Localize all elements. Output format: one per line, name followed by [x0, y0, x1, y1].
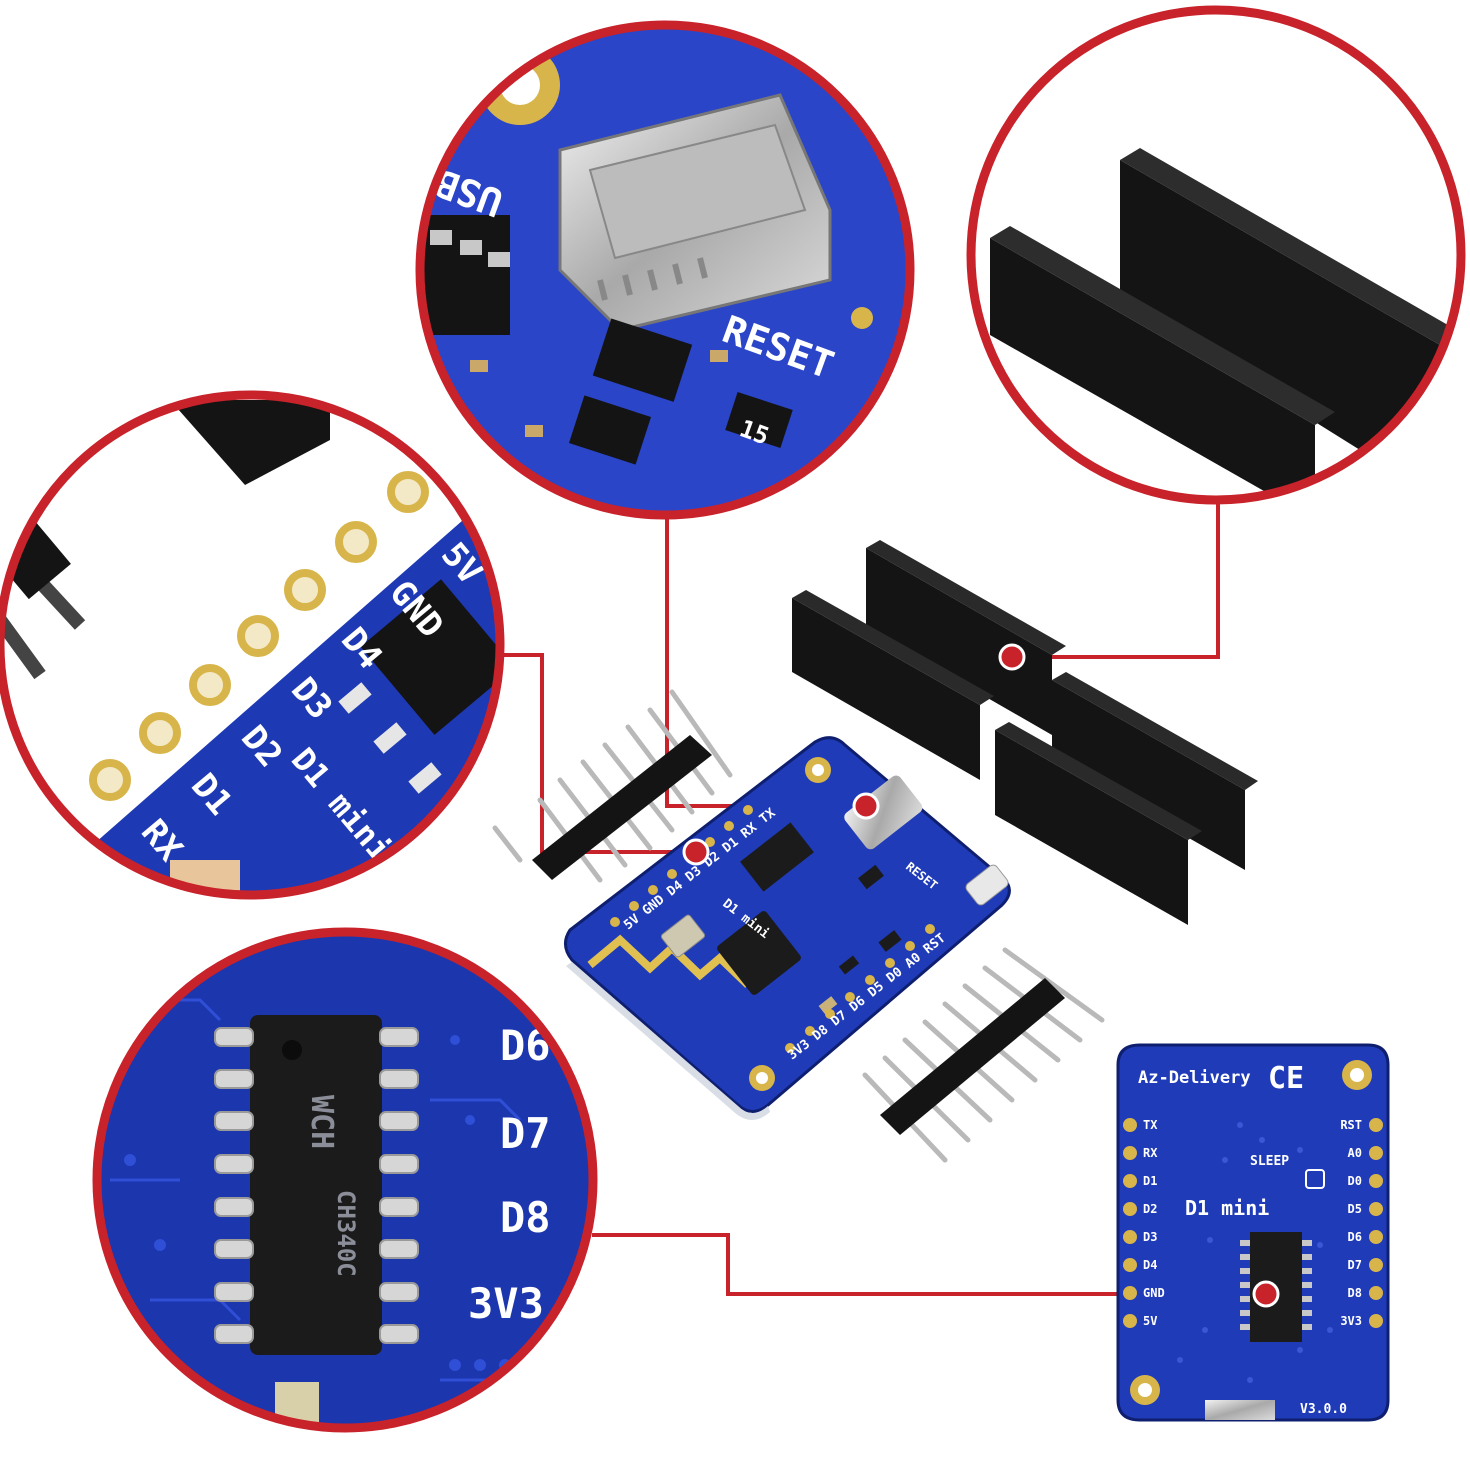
zoom-circle-headers	[966, 5, 1466, 505]
chip-brand-label: WCH	[304, 1095, 339, 1149]
svg-text:A0: A0	[1348, 1146, 1362, 1160]
brand-label: Az-Delivery	[1138, 1068, 1251, 1088]
svg-text:D8: D8	[500, 1193, 551, 1242]
svg-text:D2: D2	[1143, 1202, 1157, 1216]
back-left-pin-labels: TX RX D1 D2 D3 D4 GND 5V	[1143, 1118, 1165, 1328]
main-pcb-board: 5V GND D4 D3 D2 D1 RX TX 3V3 D8 D7 D6 D5…	[492, 689, 1011, 1120]
callout-dot-chip	[1252, 1280, 1280, 1308]
svg-text:D7: D7	[500, 1109, 551, 1158]
callout-line-headers	[1012, 500, 1220, 659]
back-usb-port	[1205, 1400, 1275, 1420]
back-right-pin-labels: RST A0 D0 D5 D6 D7 D8 3V3	[1340, 1118, 1362, 1328]
ce-mark: CE	[1268, 1061, 1304, 1096]
back-board-name: D1 mini	[1185, 1196, 1269, 1220]
zoom-circle-usb: USB RESET 15	[415, 20, 915, 520]
zoom-circle-chip: WCH CH340C D6 D7 D8 3V3	[92, 927, 598, 1433]
svg-text:D8: D8	[1348, 1286, 1362, 1300]
sleep-label: SLEEP	[1250, 1154, 1289, 1169]
svg-text:RX: RX	[1143, 1146, 1158, 1160]
back-pcb-board: Az-Delivery CE SLEEP D1 mini TX RX D1 D2…	[1116, 1043, 1390, 1422]
zoom-circle-pins: 5V GND D4 D3 D2 D1 RX D1 mini	[0, 390, 505, 900]
callout-dot-pins	[682, 838, 710, 866]
svg-text:D1: D1	[1143, 1174, 1157, 1188]
svg-text:D4: D4	[1143, 1258, 1157, 1272]
callout-dots	[682, 643, 1280, 1308]
loose-pin-header-right	[862, 947, 1105, 1163]
svg-text:GND: GND	[1143, 1286, 1165, 1300]
version-label: V3.0.0	[1300, 1402, 1347, 1417]
callout-dot-headers	[998, 643, 1026, 671]
zoom-chip-pin-labels: D6 D7 D8 3V3	[468, 1021, 551, 1328]
callout-line-pins	[498, 653, 696, 854]
svg-text:3V3: 3V3	[468, 1279, 544, 1328]
chip-marking-label: CH340C	[332, 1190, 360, 1277]
svg-text:3V3: 3V3	[1340, 1314, 1362, 1328]
svg-text:RST: RST	[1340, 1118, 1362, 1132]
svg-text:TX: TX	[1143, 1118, 1158, 1132]
svg-text:D3: D3	[1143, 1230, 1157, 1244]
callout-line-chip	[592, 1233, 1266, 1296]
svg-text:D0: D0	[1348, 1174, 1362, 1188]
callout-dot-usb	[852, 792, 880, 820]
loose-pin-header-left	[492, 689, 733, 883]
stacking-headers	[792, 465, 1258, 925]
svg-text:5V: 5V	[1143, 1314, 1157, 1328]
sleep-jumper-icon	[1305, 1169, 1325, 1189]
svg-text:D7: D7	[1348, 1258, 1362, 1272]
svg-text:D6: D6	[1348, 1230, 1362, 1244]
svg-text:D5: D5	[1348, 1202, 1362, 1216]
